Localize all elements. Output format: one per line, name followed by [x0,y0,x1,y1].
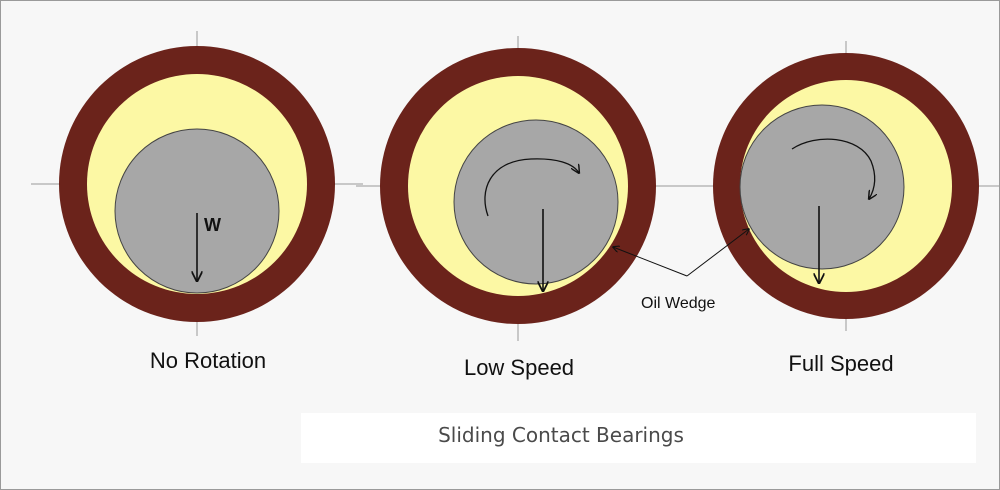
bearing-full-speed [681,41,999,331]
caption-background [301,413,976,463]
state-label-low-speed: Low Speed [463,355,575,380]
oil-wedge-pointers [613,229,749,277]
rotation-arrow [791,138,875,199]
journal [114,128,280,294]
journal [739,104,905,270]
oil-wedge-label: Oil Wedge [641,295,716,312]
oil-wedge-pointer-full-speed [686,229,749,277]
figure-caption: Sliding Contact Bearings [438,423,684,447]
bearing-no-rotation [31,31,363,336]
oil-wedge-pointer-low-speed [613,247,688,277]
rotation-arrow [484,158,579,217]
bearing-low-speed [356,36,686,341]
state-label-full-speed: Full Speed [788,351,894,376]
journal [453,119,619,285]
state-label-no-rotation: No Rotation [149,348,267,373]
load-label: W [204,215,221,235]
